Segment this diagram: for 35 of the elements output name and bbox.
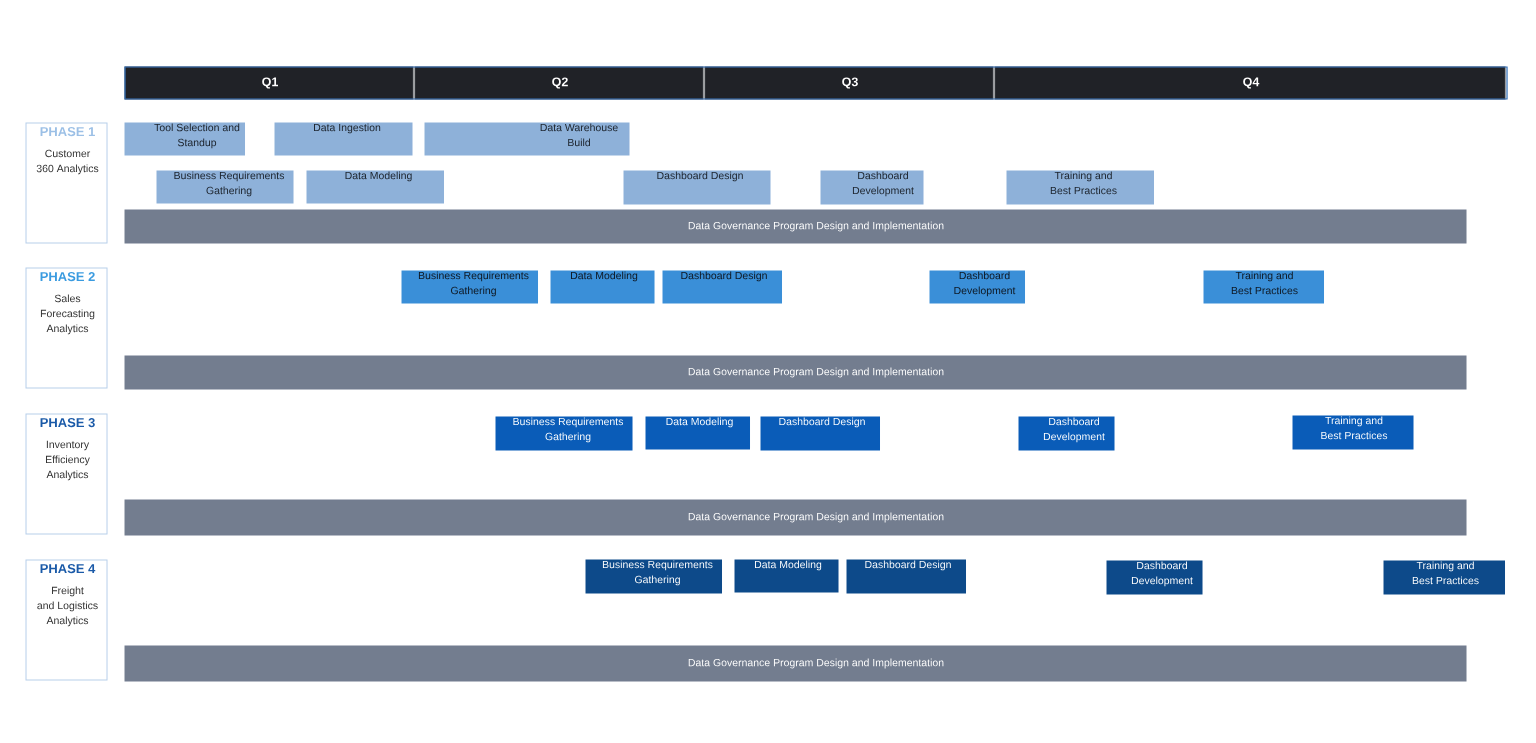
task-bar: Training and Best Practices [1203, 270, 1324, 304]
task-bar: Business Requirements Gathering [156, 170, 294, 204]
phase-box: PHASE 2 Sales Forecasting Analytics [25, 267, 108, 389]
quarter-header-cell: Q2 [414, 66, 704, 100]
task-bar: Training and Best Practices [1006, 170, 1154, 205]
task-bar: Data Ingestion [274, 122, 413, 156]
task-bar: Dashboard Development [929, 270, 1025, 304]
task-bar: Data Modeling [550, 270, 655, 304]
task-bar: Dashboard Design [760, 416, 880, 451]
task-bar: Dashboard Development [1018, 416, 1115, 451]
quarter-header-cell: Q3 [704, 66, 994, 100]
task-bar: Data Modeling [734, 559, 839, 593]
task-bar: Data Warehouse Build [424, 122, 630, 156]
governance-bar: Data Governance Program Design and Implementation [124, 209, 1467, 244]
task-bar: Dashboard Development [1106, 560, 1203, 595]
quarter-header-cell: Q1 [124, 66, 414, 100]
task-bar: Data Modeling [645, 416, 750, 450]
task-bar: Business Requirements Gathering [401, 270, 538, 304]
task-bar: Business Requirements Gathering [495, 416, 633, 451]
governance-bar: Data Governance Program Design and Implementation [124, 645, 1467, 682]
governance-bar: Data Governance Program Design and Implementation [124, 499, 1467, 536]
task-bar: Training and Best Practices [1292, 415, 1414, 450]
task-bar: Dashboard Design [662, 270, 782, 304]
task-bar: Dashboard Development [820, 170, 924, 205]
task-bar: Dashboard Design [846, 559, 966, 594]
phase-box: PHASE 4 Freight and Logistics Analytics [25, 559, 108, 681]
governance-bar: Data Governance Program Design and Implementation [124, 355, 1467, 390]
task-bar: Tool Selection and Standup [124, 122, 245, 156]
task-bar: Dashboard Design [623, 170, 771, 205]
task-bar: Business Requirements Gathering [585, 559, 722, 594]
quarter-header-cell: Q4 [994, 66, 1506, 100]
task-bar: Training and Best Practices [1383, 560, 1505, 595]
phase-box: PHASE 1 Customer 360 Analytics [25, 122, 108, 244]
task-bar: Data Modeling [306, 170, 444, 204]
phase-box: PHASE 3 Inventory Efficiency Analytics [25, 413, 108, 535]
